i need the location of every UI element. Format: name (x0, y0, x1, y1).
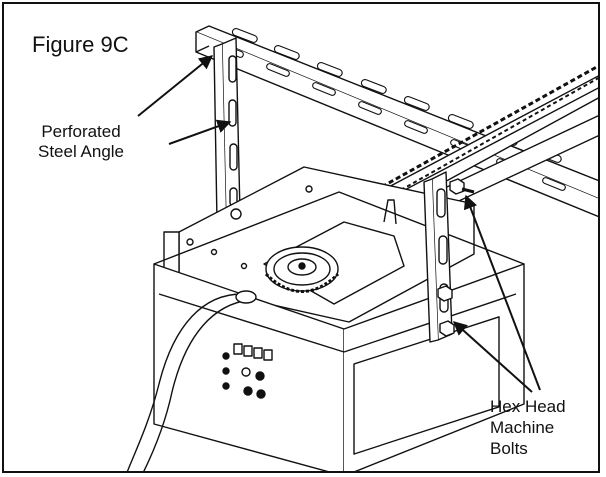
bolt-upper (449, 178, 475, 195)
label-perforated-steel-angle: Perforated Steel Angle (38, 122, 124, 162)
label-line: Bolts (490, 439, 528, 458)
control-panel (222, 343, 273, 399)
bolt-leader-arrows (452, 194, 541, 393)
label-line: Perforated (41, 122, 121, 141)
label-line: Machine (490, 418, 555, 437)
sprocket-housing (263, 199, 405, 305)
motor-body (153, 191, 525, 471)
angle-leader-arrows (137, 55, 232, 145)
figure-title: Figure 9C (32, 32, 129, 57)
bolt-lower (437, 285, 455, 337)
label-line: Steel Angle (38, 142, 125, 161)
power-cord (126, 290, 257, 471)
hex-bolts (437, 178, 475, 337)
label-hex-head-machine-bolts: Hex Head Machine Bolts (490, 396, 566, 459)
figure-frame: Figure 9C Perforated Steel Angle Hex Hea… (2, 2, 600, 473)
garage-door-opener-illustration (126, 25, 598, 471)
label-line: Hex Head (490, 397, 566, 416)
left-vertical-angle (213, 37, 241, 223)
